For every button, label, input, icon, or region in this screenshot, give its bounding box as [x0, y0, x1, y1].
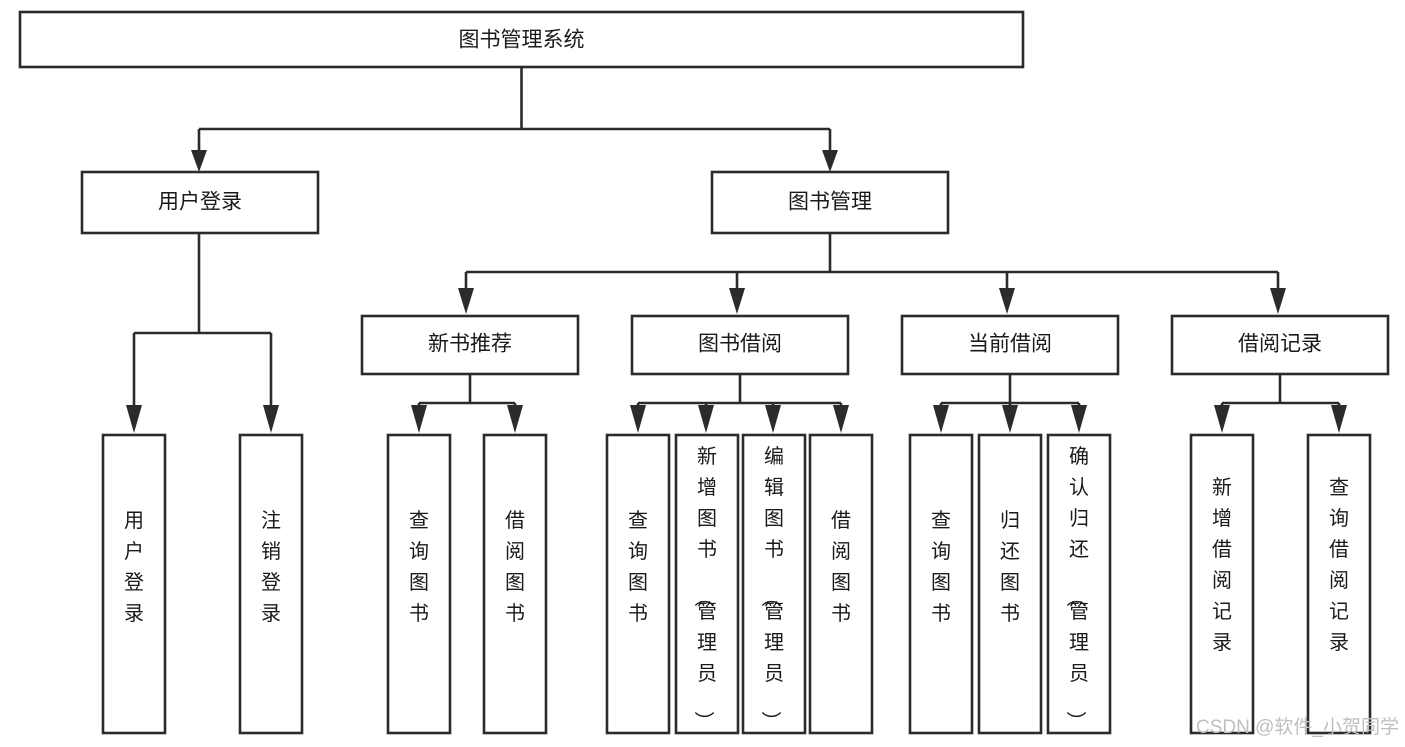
- arrow-to-book-borrow: [729, 288, 745, 314]
- node-leaf-add-book[interactable]: 新增图书（管理员）: [674, 433, 740, 735]
- arrow-to-leaf-return-book: [1002, 405, 1018, 433]
- arrow-to-leaf-borrow-book-2: [833, 405, 849, 433]
- arrow-to-leaf-query-record: [1331, 405, 1347, 433]
- node-leaf-query-book-1-label: 查询图书: [409, 509, 429, 625]
- node-leaf-return-book-box[interactable]: [977, 433, 1043, 735]
- node-leaf-user-login-box[interactable]: [101, 433, 167, 735]
- node-leaf-user-login-label: 用户登录: [124, 510, 144, 625]
- node-leaf-add-record-label: 新增借阅记录: [1212, 476, 1232, 654]
- node-book-borrow[interactable]: 图书借阅: [630, 314, 850, 376]
- node-leaf-user-logout-box[interactable]: [238, 433, 304, 735]
- arrow-to-leaf-add-book: [698, 405, 714, 433]
- node-leaf-confirm-return-box[interactable]: [1046, 433, 1112, 735]
- node-leaf-borrow-book-2-box[interactable]: [808, 433, 874, 735]
- node-leaf-query-book-3-box[interactable]: [908, 433, 974, 735]
- node-leaf-add-book-box[interactable]: [674, 433, 740, 735]
- node-leaf-query-record[interactable]: 查询借阅记录: [1306, 433, 1372, 735]
- node-leaf-query-book-1-box[interactable]: [386, 433, 452, 735]
- node-leaf-query-book-2[interactable]: 查询图书: [605, 433, 671, 735]
- node-leaf-query-book-2-label: 查询图书: [628, 509, 648, 625]
- node-leaf-add-record[interactable]: 新增借阅记录: [1189, 433, 1255, 735]
- node-borrow-record-label: 借阅记录: [1238, 333, 1322, 356]
- node-book-management-box[interactable]: [710, 170, 950, 235]
- node-leaf-user-logout[interactable]: 注销登录: [238, 433, 304, 735]
- arrow-to-leaf-query-book-3: [933, 405, 949, 433]
- node-leaf-borrow-book-2[interactable]: 借阅图书: [808, 433, 874, 735]
- node-leaf-edit-book-label: 编辑图书（管理员）: [759, 445, 784, 731]
- arrow-to-leaf-query-book-1: [411, 405, 427, 433]
- node-leaf-query-record-box[interactable]: [1306, 433, 1372, 735]
- node-leaf-edit-book-box[interactable]: [741, 433, 807, 735]
- arrow-to-leaf-add-record: [1214, 405, 1230, 433]
- node-new-book-recommend-box[interactable]: [360, 314, 580, 376]
- node-leaf-borrow-book-1[interactable]: 借阅图书: [482, 433, 548, 735]
- node-current-borrow[interactable]: 当前借阅: [900, 314, 1120, 376]
- node-leaf-add-book-label: 新增图书（管理员）: [692, 445, 717, 731]
- arrow-to-leaf-user-logout: [263, 405, 279, 433]
- node-leaf-query-book-3[interactable]: 查询图书: [908, 433, 974, 735]
- node-book-management[interactable]: 图书管理: [710, 170, 950, 235]
- node-root-label: 图书管理系统: [459, 29, 585, 52]
- arrow-to-borrow-record: [1270, 288, 1286, 314]
- node-user-login-box[interactable]: [80, 170, 320, 235]
- arrow-to-leaf-query-book-2: [630, 405, 646, 433]
- node-leaf-user-logout-label: 注销登录: [261, 509, 281, 625]
- arrow-to-book-management: [822, 150, 838, 172]
- node-user-login[interactable]: 用户登录: [80, 170, 320, 235]
- arrow-to-current-borrow: [999, 288, 1015, 314]
- node-leaf-return-book[interactable]: 归还图书: [977, 433, 1043, 735]
- node-leaf-borrow-book-1-box[interactable]: [482, 433, 548, 735]
- node-borrow-record-box[interactable]: [1170, 314, 1390, 376]
- arrow-to-leaf-borrow-book-1: [507, 405, 523, 433]
- arrow-to-leaf-edit-book: [765, 405, 781, 433]
- node-user-login-label: 用户登录: [158, 191, 242, 214]
- leaf-layer: 用户登录 注销登录 查询图书 借阅图书 查询图书 新增图书（管理员）: [101, 433, 1372, 735]
- arrow-to-new-book-recommend: [458, 288, 474, 314]
- node-book-borrow-label: 图书借阅: [698, 333, 782, 356]
- node-leaf-add-record-box[interactable]: [1189, 433, 1255, 735]
- node-borrow-record[interactable]: 借阅记录: [1170, 314, 1390, 376]
- arrow-to-leaf-user-login: [126, 405, 142, 433]
- node-current-borrow-box[interactable]: [900, 314, 1120, 376]
- node-leaf-confirm-return-label: 确认归还（管理员）: [1064, 445, 1089, 731]
- node-book-management-label: 图书管理: [788, 191, 872, 214]
- node-leaf-borrow-book-1-label: 借阅图书: [505, 509, 525, 625]
- node-leaf-confirm-return[interactable]: 确认归还（管理员）: [1046, 433, 1112, 735]
- node-leaf-query-book-3-label: 查询图书: [931, 509, 951, 625]
- node-leaf-query-record-label: 查询借阅记录: [1329, 476, 1349, 654]
- node-book-borrow-box[interactable]: [630, 314, 850, 376]
- node-root-box[interactable]: [18, 10, 1025, 69]
- connector-layer: [126, 67, 1347, 433]
- node-leaf-return-book-label: 归还图书: [1000, 509, 1020, 625]
- arrow-to-leaf-confirm-return: [1071, 405, 1087, 433]
- node-leaf-query-book-2-box[interactable]: [605, 433, 671, 735]
- node-new-book-recommend-label: 新书推荐: [428, 333, 512, 356]
- node-root[interactable]: 图书管理系统: [18, 10, 1025, 69]
- csdn-watermark: CSDN @软件_小贺同学: [1196, 716, 1399, 738]
- node-new-book-recommend[interactable]: 新书推荐: [360, 314, 580, 376]
- node-leaf-edit-book[interactable]: 编辑图书（管理员）: [741, 433, 807, 735]
- node-current-borrow-label: 当前借阅: [968, 333, 1052, 356]
- node-leaf-borrow-book-2-label: 借阅图书: [831, 509, 851, 625]
- arrow-to-user-login: [191, 150, 207, 172]
- node-leaf-query-book-1[interactable]: 查询图书: [386, 433, 452, 735]
- node-leaf-user-login[interactable]: 用户登录: [101, 433, 167, 735]
